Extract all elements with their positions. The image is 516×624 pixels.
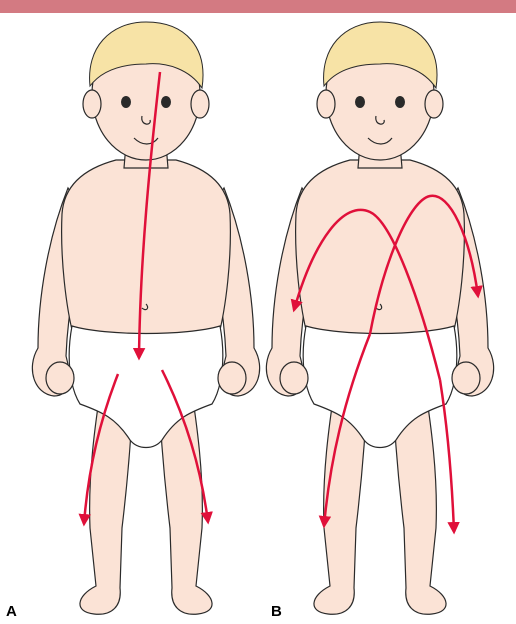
child-figure-b [266, 22, 493, 614]
child-figure-a [32, 22, 259, 614]
panel-label-b: B [271, 604, 282, 620]
panel-label-a: A [6, 604, 17, 620]
